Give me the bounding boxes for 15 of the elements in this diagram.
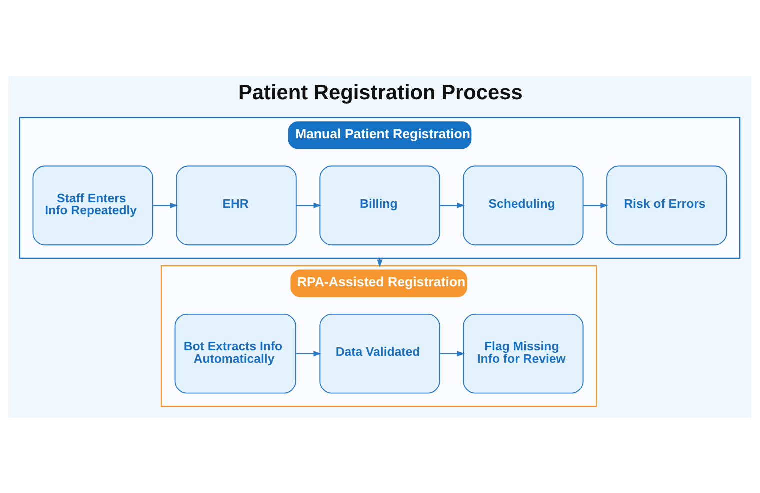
arrow <box>153 202 178 208</box>
diagram-title: Patient Registration Process <box>238 80 523 104</box>
node-box: Data Validated <box>320 313 440 394</box>
arrow <box>296 202 322 208</box>
arrow <box>440 350 466 356</box>
arrow <box>296 350 322 356</box>
node-box: Risk of Errors <box>606 165 728 246</box>
node-box: Flag Missing Info for Review <box>463 313 584 394</box>
node-box: Bot Extracts Info Automatically <box>174 313 296 394</box>
node-box: Staff Enters Info Repeatedly <box>32 165 154 246</box>
arrow <box>440 202 466 208</box>
node-box: Scheduling <box>463 165 584 246</box>
node-box: EHR <box>176 165 297 246</box>
node-box: Billing <box>320 165 440 246</box>
arrow <box>583 202 608 208</box>
